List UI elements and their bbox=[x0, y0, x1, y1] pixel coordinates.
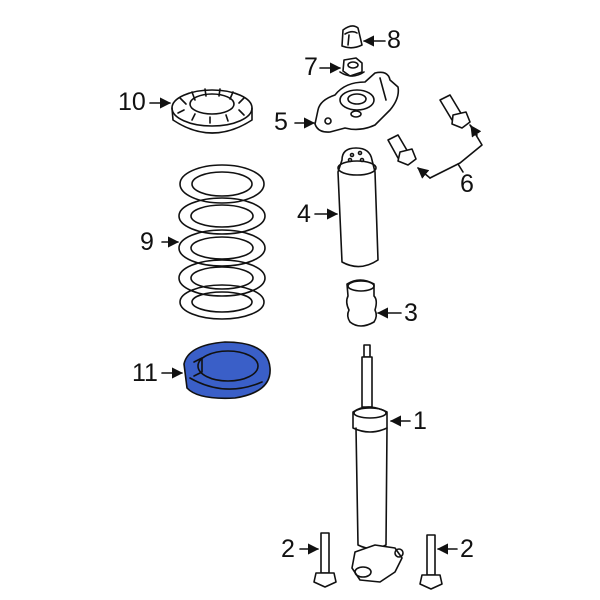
part-10-upper-spring-seat[interactable] bbox=[171, 88, 253, 134]
part-5-upper-mount[interactable] bbox=[314, 71, 400, 133]
callout-3[interactable]: 3 bbox=[404, 299, 418, 327]
callout-11[interactable]: 11 bbox=[132, 359, 158, 387]
callout-5[interactable]: 5 bbox=[274, 108, 288, 136]
callout-6[interactable]: 6 bbox=[460, 170, 474, 198]
callout-2-right[interactable]: 2 bbox=[460, 535, 474, 563]
callout-4[interactable]: 4 bbox=[297, 200, 311, 228]
part-8-cap[interactable] bbox=[341, 25, 363, 49]
part-11-lower-spring-insulator[interactable] bbox=[183, 341, 271, 400]
part-1-shock-absorber[interactable] bbox=[351, 344, 404, 583]
callout-9[interactable]: 9 bbox=[140, 228, 154, 256]
callout-8[interactable]: 8 bbox=[387, 26, 401, 54]
part-7-nut[interactable] bbox=[339, 57, 365, 77]
callout-7[interactable]: 7 bbox=[304, 53, 318, 81]
part-9-coil-spring[interactable] bbox=[178, 164, 266, 320]
part-2-bolt-left[interactable] bbox=[313, 532, 337, 588]
callout-1[interactable]: 1 bbox=[413, 407, 427, 435]
callout-2-left[interactable]: 2 bbox=[281, 535, 295, 563]
part-4-dust-boot[interactable] bbox=[337, 147, 379, 268]
callout-10[interactable]: 10 bbox=[118, 88, 146, 116]
part-6-bolt-a[interactable] bbox=[439, 94, 471, 129]
part-6-bolt-b[interactable] bbox=[387, 134, 417, 166]
part-2-bolt-right[interactable] bbox=[419, 534, 443, 590]
part-3-bump-stop[interactable] bbox=[345, 279, 378, 327]
